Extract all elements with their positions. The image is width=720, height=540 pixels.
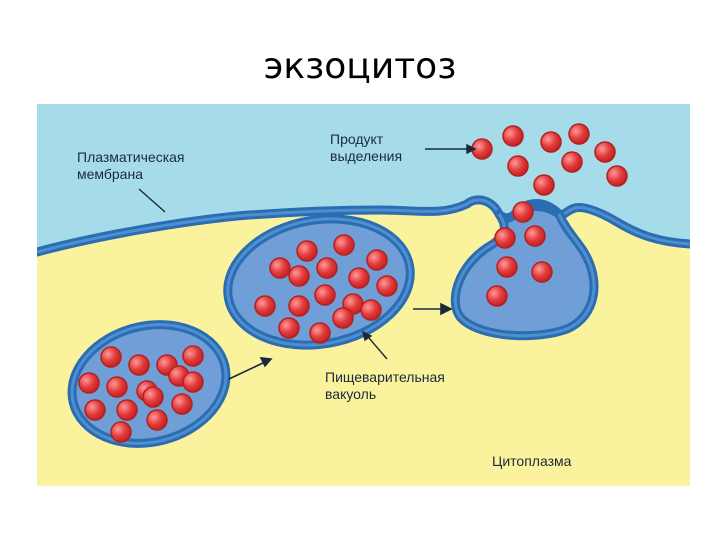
product-label: Продукт выделения (330, 131, 402, 164)
leader-lines (138, 143, 477, 360)
particles-left-vacuole (78, 345, 204, 443)
membrane-label: Плазматическая мембрана (77, 149, 188, 182)
cytoplasm-label: Цитоплазма (492, 453, 572, 469)
exocytosis-diagram: Плазматическая мембрана Продукт выделени… (37, 104, 690, 486)
released-product-particles (471, 123, 628, 223)
vacuole-label: Пищеварительная вакуоль (325, 369, 449, 402)
process-arrows (228, 302, 453, 380)
particles-fused-vesicle (486, 225, 553, 307)
extracellular-region (37, 104, 690, 252)
particles-middle-vacuole (254, 234, 398, 344)
slide-title: экзоцитоз (263, 46, 457, 87)
